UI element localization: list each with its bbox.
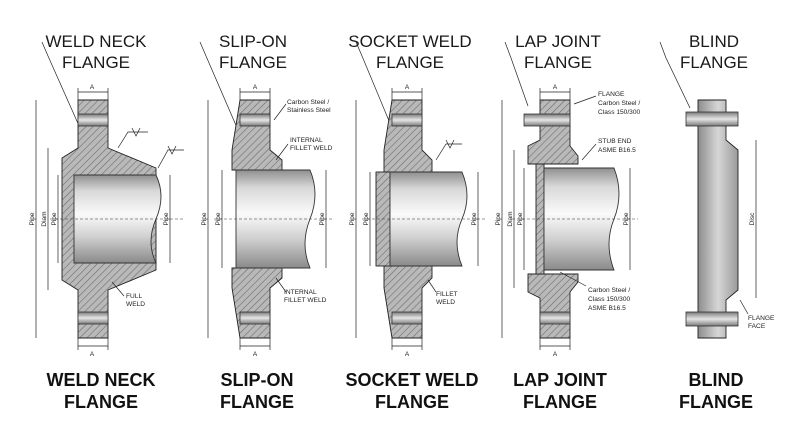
weld-neck-dim-right: Pipe (163, 212, 170, 225)
slip-on-bolt-hole-bottom (239, 311, 271, 325)
lap-joint-callout-class-1: Class 150/300 (598, 109, 640, 116)
slip-on-dim-left-2: Pipe (215, 212, 222, 225)
blind-callout-flange: FLANGE (748, 315, 775, 322)
weld-neck-dim-left-3: Pipe (51, 212, 58, 225)
lap-joint-diagram: LAP JOINT FLANGE A Pipe Diam Pipe Pipe F… (495, 32, 640, 412)
blind-dim-right: Disc (749, 212, 756, 225)
blind-title-line1: BLIND (689, 32, 739, 51)
socket-weld-dim-bottom: A (405, 351, 410, 358)
socket-weld-caption-line1: SOCKET WELD (346, 370, 479, 390)
slip-on-callout-fillet-bottom: FILLET WELD (284, 297, 327, 304)
slip-on-dim-top: A (253, 84, 258, 91)
socket-weld-flange-top (383, 99, 433, 173)
weld-neck-leader (41, 41, 81, 129)
lap-joint-dim-left-2: Diam (507, 211, 514, 226)
socket-weld-dim-left-2: Pipe (363, 212, 370, 225)
lap-joint-flange-bottom (527, 273, 579, 339)
socket-weld-caption-line2: FLANGE (375, 392, 449, 412)
lap-joint-callout-asme-2: ASME B16.5 (588, 305, 626, 312)
slip-on-title-line1: SLIP-ON (219, 32, 287, 51)
slip-on-bolt-hole-top (239, 113, 271, 127)
lap-joint-flange-top (527, 99, 579, 165)
lap-joint-callout-material-1: Carbon Steel / (598, 100, 640, 107)
socket-weld-diagram: SOCKET WELD FLANGE A Pipe Pipe Pipe FILL… (346, 32, 486, 412)
lap-joint-callout-asme-1: ASME B16.5 (598, 147, 636, 154)
slip-on-caption-line2: FLANGE (220, 392, 294, 412)
socket-weld-dim-right: Pipe (471, 212, 478, 225)
weld-neck-dim-top: A (90, 84, 95, 91)
slip-on-callout-internal-top: INTERNAL (290, 137, 323, 144)
socket-weld-dim-left-1: Pipe (349, 212, 356, 225)
socket-weld-callout-fillet: FILLET (436, 291, 458, 298)
blind-caption-line2: FLANGE (679, 392, 753, 412)
lap-joint-callout-stub: STUB END (598, 138, 632, 145)
lap-joint-title-line2: FLANGE (524, 53, 592, 72)
socket-weld-callout-weld: WELD (436, 299, 455, 306)
slip-on-callout-material-1: Carbon Steel / (287, 99, 329, 106)
slip-on-dim-bottom: A (253, 351, 258, 358)
weld-neck-title-line2: FLANGE (62, 53, 130, 72)
weld-neck-diagram: WELD NECK FLANGE A Pipe Diam Pipe Pipe F… (29, 32, 185, 412)
slip-on-caption-line1: SLIP-ON (220, 370, 293, 390)
weld-neck-dim-left-1: Pipe (29, 212, 36, 225)
lap-joint-callout-material-2: Carbon Steel / (588, 287, 630, 294)
lap-joint-caption-line2: FLANGE (523, 392, 597, 412)
lap-joint-caption-line1: LAP JOINT (513, 370, 607, 390)
slip-on-flange-bottom (231, 267, 283, 339)
socket-weld-flange-bottom (383, 265, 433, 339)
lap-joint-title-line1: LAP JOINT (515, 32, 601, 51)
socket-weld-dim-top: A (405, 84, 410, 91)
socket-weld-title-line2: FLANGE (376, 53, 444, 72)
weld-neck-caption-line1: WELD NECK (47, 370, 156, 390)
blind-bolt-top (685, 111, 739, 127)
blind-diagram: BLIND FLANGE Disc FLANGE FACE BLIND FLAN… (659, 32, 775, 412)
weld-neck-dim-bottom: A (90, 351, 95, 358)
slip-on-callout-internal-bottom: INTERNAL (284, 289, 317, 296)
slip-on-callout-fillet-top: FILLET WELD (290, 145, 333, 152)
lap-joint-callout-class-2: Class 150/300 (588, 296, 630, 303)
blind-callout-face: FACE (748, 323, 766, 330)
slip-on-callout-material-2: Stainless Steel (287, 107, 331, 114)
slip-on-title-line2: FLANGE (219, 53, 287, 72)
slip-on-dim-right: Pipe (319, 212, 326, 225)
lap-joint-dim-bottom: A (553, 351, 558, 358)
blind-bolt-bottom (685, 311, 739, 327)
lap-joint-dim-left-1: Pipe (495, 212, 502, 225)
lap-joint-dim-left-3: Pipe (517, 212, 524, 225)
blind-disc (697, 99, 739, 339)
weld-neck-callout-full: FULL (126, 293, 142, 300)
socket-weld-title-line1: SOCKET WELD (348, 32, 471, 51)
weld-neck-callout-weld: WELD (126, 301, 145, 308)
weld-neck-title-line1: WELD NECK (45, 32, 147, 51)
weld-neck-caption-line2: FLANGE (64, 392, 138, 412)
slip-on-dim-left-1: Pipe (201, 212, 208, 225)
lap-joint-dim-right: Pipe (623, 212, 630, 225)
weld-neck-bolt-hole-bottom (77, 311, 109, 325)
slip-on-flange-top (231, 99, 283, 171)
lap-joint-callout-flange: FLANGE (598, 91, 625, 98)
blind-caption-line1: BLIND (689, 370, 744, 390)
slip-on-diagram: SLIP-ON FLANGE A Pipe Pipe Pipe Carbon S… (199, 32, 333, 412)
weld-neck-bolt-hole-top (77, 113, 109, 127)
lap-joint-bolt-top (523, 113, 571, 127)
lap-joint-bolt-hole-bottom (539, 311, 571, 325)
lap-joint-dim-top: A (553, 84, 558, 91)
blind-title-line2: FLANGE (680, 53, 748, 72)
socket-weld-bolt-hole-top (391, 113, 423, 127)
socket-weld-bolt-hole-bottom (391, 311, 423, 325)
weld-neck-dim-left-2: Diam (41, 211, 48, 226)
